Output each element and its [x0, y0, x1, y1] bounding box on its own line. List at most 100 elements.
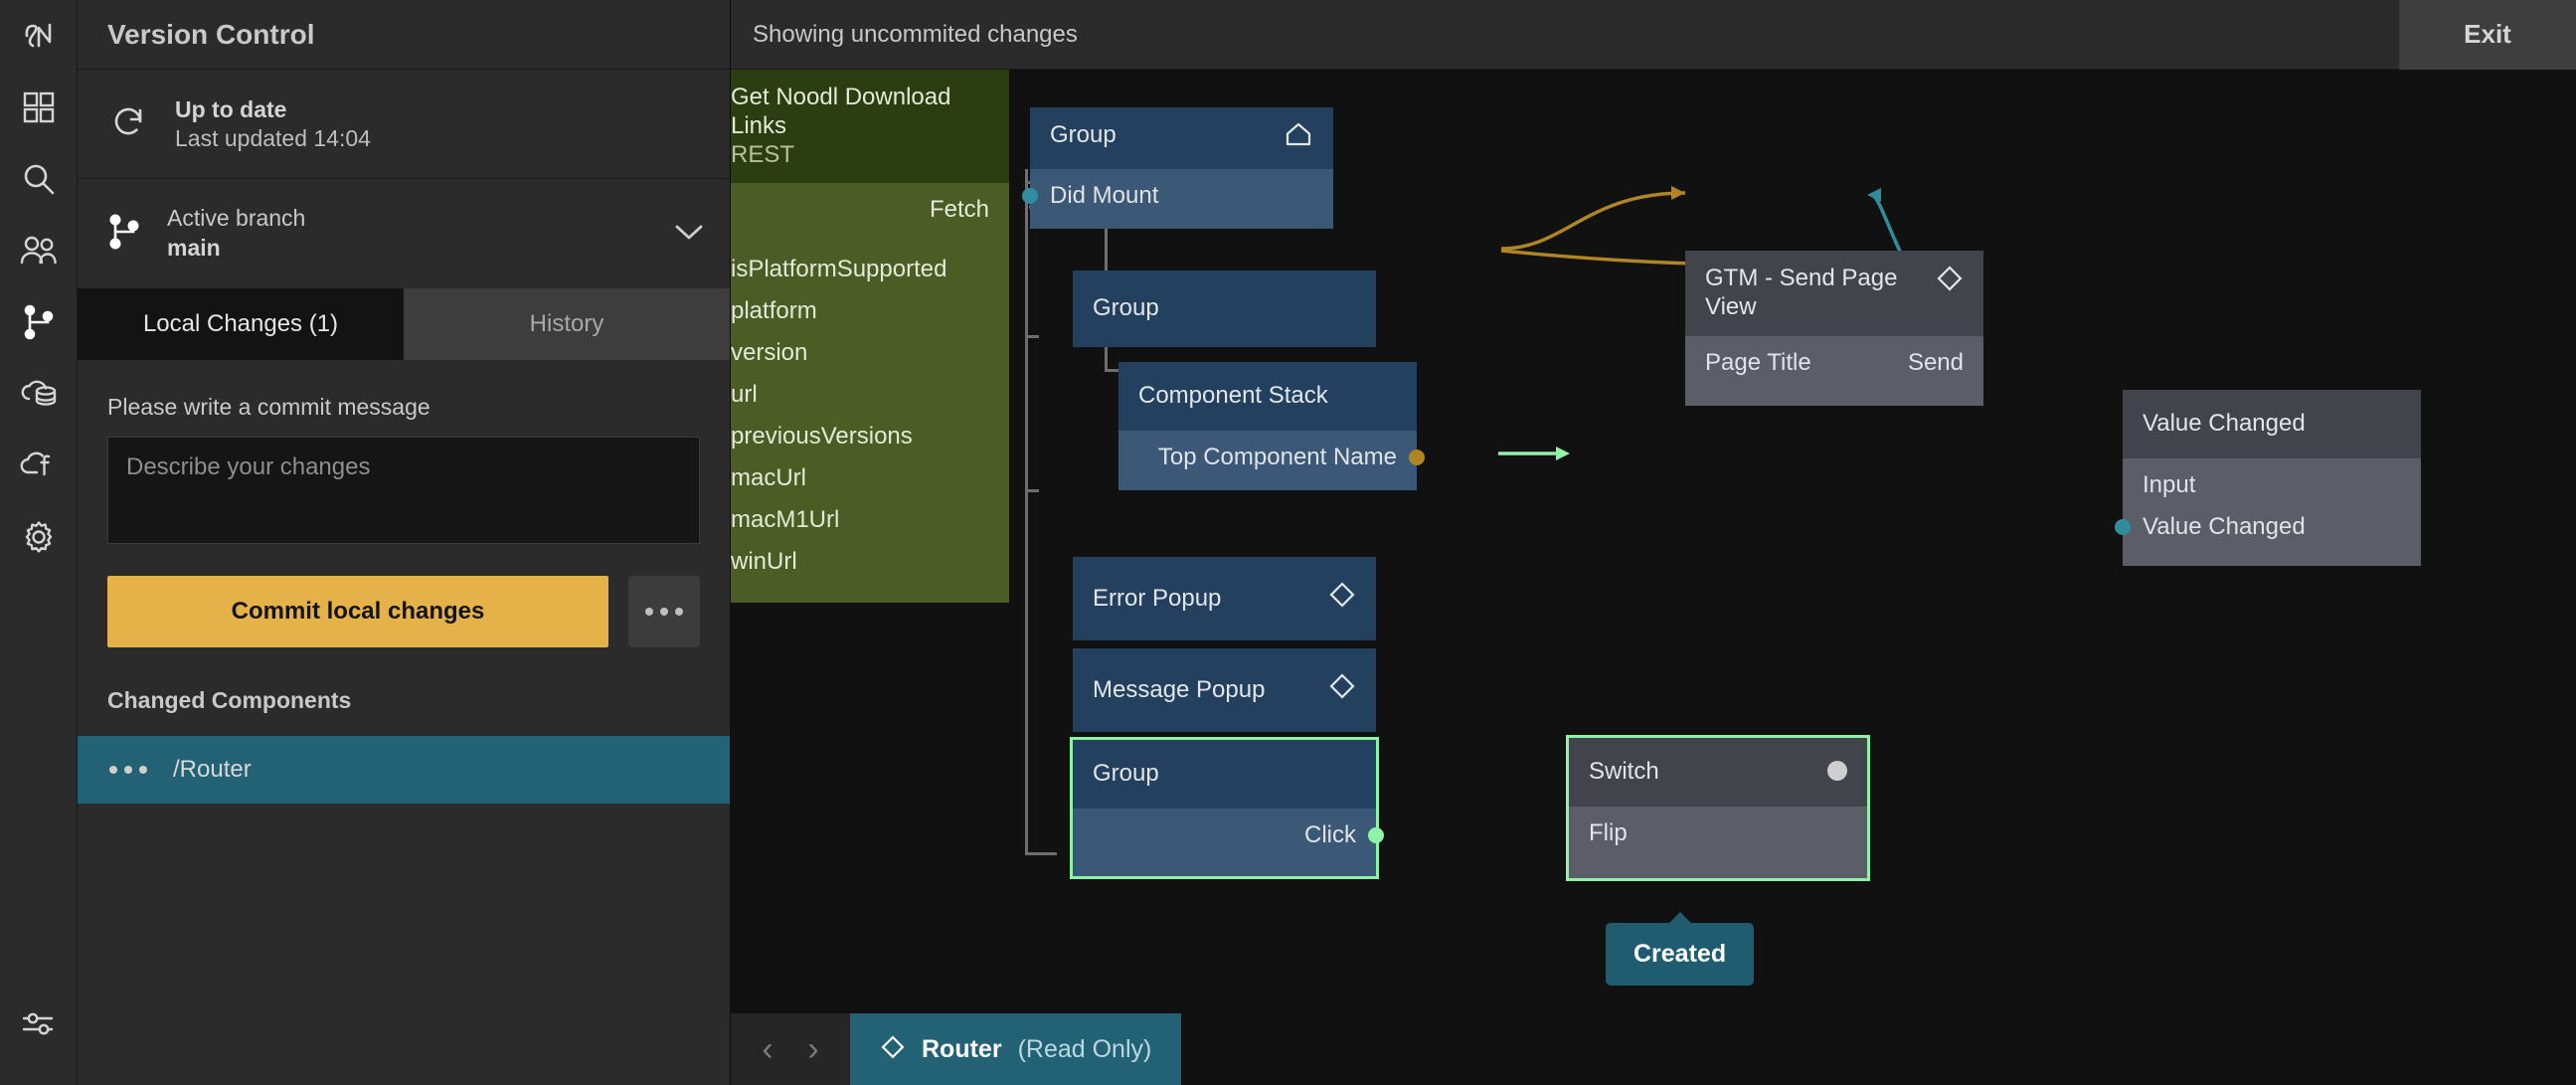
chevron-right-icon[interactable]: ›	[807, 1030, 819, 1068]
port-flip[interactable]: Flip	[1569, 813, 1867, 854]
port-value-changed[interactable]: Value Changed	[2115, 506, 2421, 548]
node-error-popup[interactable]: Error Popup	[1073, 557, 1376, 640]
port-macm1url[interactable]: macM1Url	[731, 499, 1009, 541]
node-ports: Page Title Send	[1685, 335, 1983, 406]
version-control-branch-icon[interactable]	[0, 286, 78, 358]
dot	[124, 766, 132, 774]
port-version[interactable]: version	[731, 332, 1009, 374]
node-group-3[interactable]: Group Click	[1070, 737, 1384, 879]
port-label: platform	[731, 297, 817, 325]
node-group-root[interactable]: Group Did Mount	[1022, 107, 1333, 229]
dot	[139, 766, 147, 774]
users-icon[interactable]	[0, 215, 78, 286]
gear-icon[interactable]	[0, 501, 78, 573]
node-title: Get Noodl Download Links	[731, 84, 951, 139]
port-label: Click	[1304, 820, 1356, 848]
node-header: Group	[1073, 271, 1376, 347]
port-label: Send	[1907, 348, 1964, 376]
port-did-mount[interactable]: Did Mount	[1022, 175, 1333, 217]
port-label: previousVersions	[731, 423, 913, 451]
tab-router[interactable]: Router (Read Only)	[850, 1013, 1182, 1085]
node-header: GTM - Send Page View	[1685, 251, 1983, 336]
port-platform[interactable]: platform	[731, 290, 1009, 332]
node-ports: Click	[1073, 808, 1384, 876]
node-title: Message Popup	[1093, 675, 1266, 703]
dot	[660, 608, 668, 616]
port-connector-dot[interactable]	[1409, 449, 1425, 465]
tab-navigation: ‹ ›	[731, 1013, 850, 1085]
port-connector-dot[interactable]	[1368, 826, 1384, 843]
changed-component-name: /Router	[173, 756, 252, 783]
chevron-left-icon[interactable]: ‹	[762, 1030, 773, 1068]
created-tooltip: Created	[1606, 912, 1755, 986]
port-fetch[interactable]: Fetch	[731, 189, 1009, 231]
node-title: Group	[1093, 760, 1159, 787]
cloud-data-icon[interactable]	[0, 358, 78, 430]
tab-history[interactable]: History	[404, 288, 730, 360]
node-ports: Top Component Name	[1118, 430, 1425, 490]
diamond-icon	[880, 1034, 906, 1065]
changed-components-heading: Changed Components	[107, 687, 352, 713]
search-icon[interactable]	[0, 143, 78, 215]
port-connector-dot[interactable]	[1022, 187, 1038, 204]
commit-section: Please write a commit message Commit loc…	[78, 360, 730, 804]
commit-local-changes-button[interactable]: Commit local changes	[107, 576, 608, 647]
node-gtm-send-page-view[interactable]: GTM - Send Page View Page Title Send	[1685, 251, 1983, 406]
port-connector-dot[interactable]	[2115, 518, 2131, 535]
dot	[109, 766, 117, 774]
sync-status-heading: Up to date	[175, 95, 287, 122]
row-more-icon[interactable]	[109, 766, 147, 774]
node-graph-canvas[interactable]: Get Noodl Download Links REST Fetch isPl…	[731, 70, 2576, 1085]
tree-line-branch	[1025, 852, 1057, 855]
sliders-icon[interactable]	[0, 988, 78, 1059]
node-group-2[interactable]: Group	[1073, 271, 1376, 347]
changed-component-row[interactable]: /Router	[78, 736, 730, 804]
tree-line-branch	[1025, 335, 1039, 338]
node-message-popup[interactable]: Message Popup	[1073, 648, 1376, 732]
branch-icon	[107, 211, 141, 258]
node-header: Message Popup	[1073, 648, 1376, 732]
port-top-component-name[interactable]: Top Component Name	[1118, 437, 1425, 478]
port-label: url	[731, 381, 758, 409]
commit-more-options-button[interactable]	[628, 576, 700, 647]
chevron-down-icon[interactable]	[672, 221, 706, 248]
node-rest-get-noodl-download-links[interactable]: Get Noodl Download Links REST Fetch isPl…	[731, 70, 1009, 604]
cloud-functions-icon[interactable]	[0, 430, 78, 501]
refresh-icon[interactable]	[107, 100, 149, 147]
node-ports: Did Mount	[1022, 168, 1333, 229]
uncommitted-changes-message: Showing uncommited changes	[753, 20, 1078, 48]
components-grid-icon[interactable]	[0, 72, 78, 143]
port-click[interactable]: Click	[1073, 814, 1384, 856]
tab-local-changes[interactable]: Local Changes (1)	[78, 288, 404, 360]
port-input[interactable]: Input	[2123, 464, 2421, 506]
node-title: Error Popup	[1093, 584, 1222, 612]
node-title: Group	[1050, 121, 1116, 148]
tree-line-vertical	[1025, 169, 1028, 855]
node-header: Switch	[1569, 738, 1867, 807]
tree-line-branch	[1025, 489, 1039, 492]
exit-button[interactable]: Exit	[2399, 0, 2576, 70]
active-branch-row[interactable]: Active branch main	[78, 179, 730, 288]
commit-message-input[interactable]	[107, 437, 700, 544]
node-value-changed[interactable]: Value Changed Input Value Changed	[2115, 390, 2421, 566]
sync-status-sub: Last updated 14:04	[175, 124, 371, 151]
panel-tabs: Local Changes (1) History	[78, 288, 730, 360]
icon-rail	[0, 0, 78, 1085]
tab-state: (Read Only)	[1017, 1034, 1152, 1063]
node-ports: Fetch isPlatformSupported platform versi…	[731, 183, 1009, 604]
port-url[interactable]: url	[731, 374, 1009, 416]
port-label: Did Mount	[1050, 181, 1159, 209]
node-switch[interactable]: Switch Flip	[1566, 735, 1870, 881]
active-branch-value: main	[167, 235, 221, 261]
port-macurl[interactable]: macUrl	[731, 457, 1009, 499]
node-subtitle: REST	[731, 140, 795, 168]
node-title: Component Stack	[1138, 382, 1328, 409]
port-isplatformsupported[interactable]: isPlatformSupported	[731, 249, 1009, 290]
sync-status-row[interactable]: Up to date Last updated 14:04	[78, 70, 730, 179]
port-winurl[interactable]: winUrl	[731, 541, 1009, 583]
icon-rail-top	[0, 0, 78, 573]
node-component-stack[interactable]: Component Stack Top Component Name	[1118, 362, 1425, 490]
noodl-logo-icon[interactable]	[0, 0, 78, 72]
port-page-title[interactable]: Page Title Send	[1685, 342, 1983, 384]
port-previousversions[interactable]: previousVersions	[731, 416, 1009, 457]
